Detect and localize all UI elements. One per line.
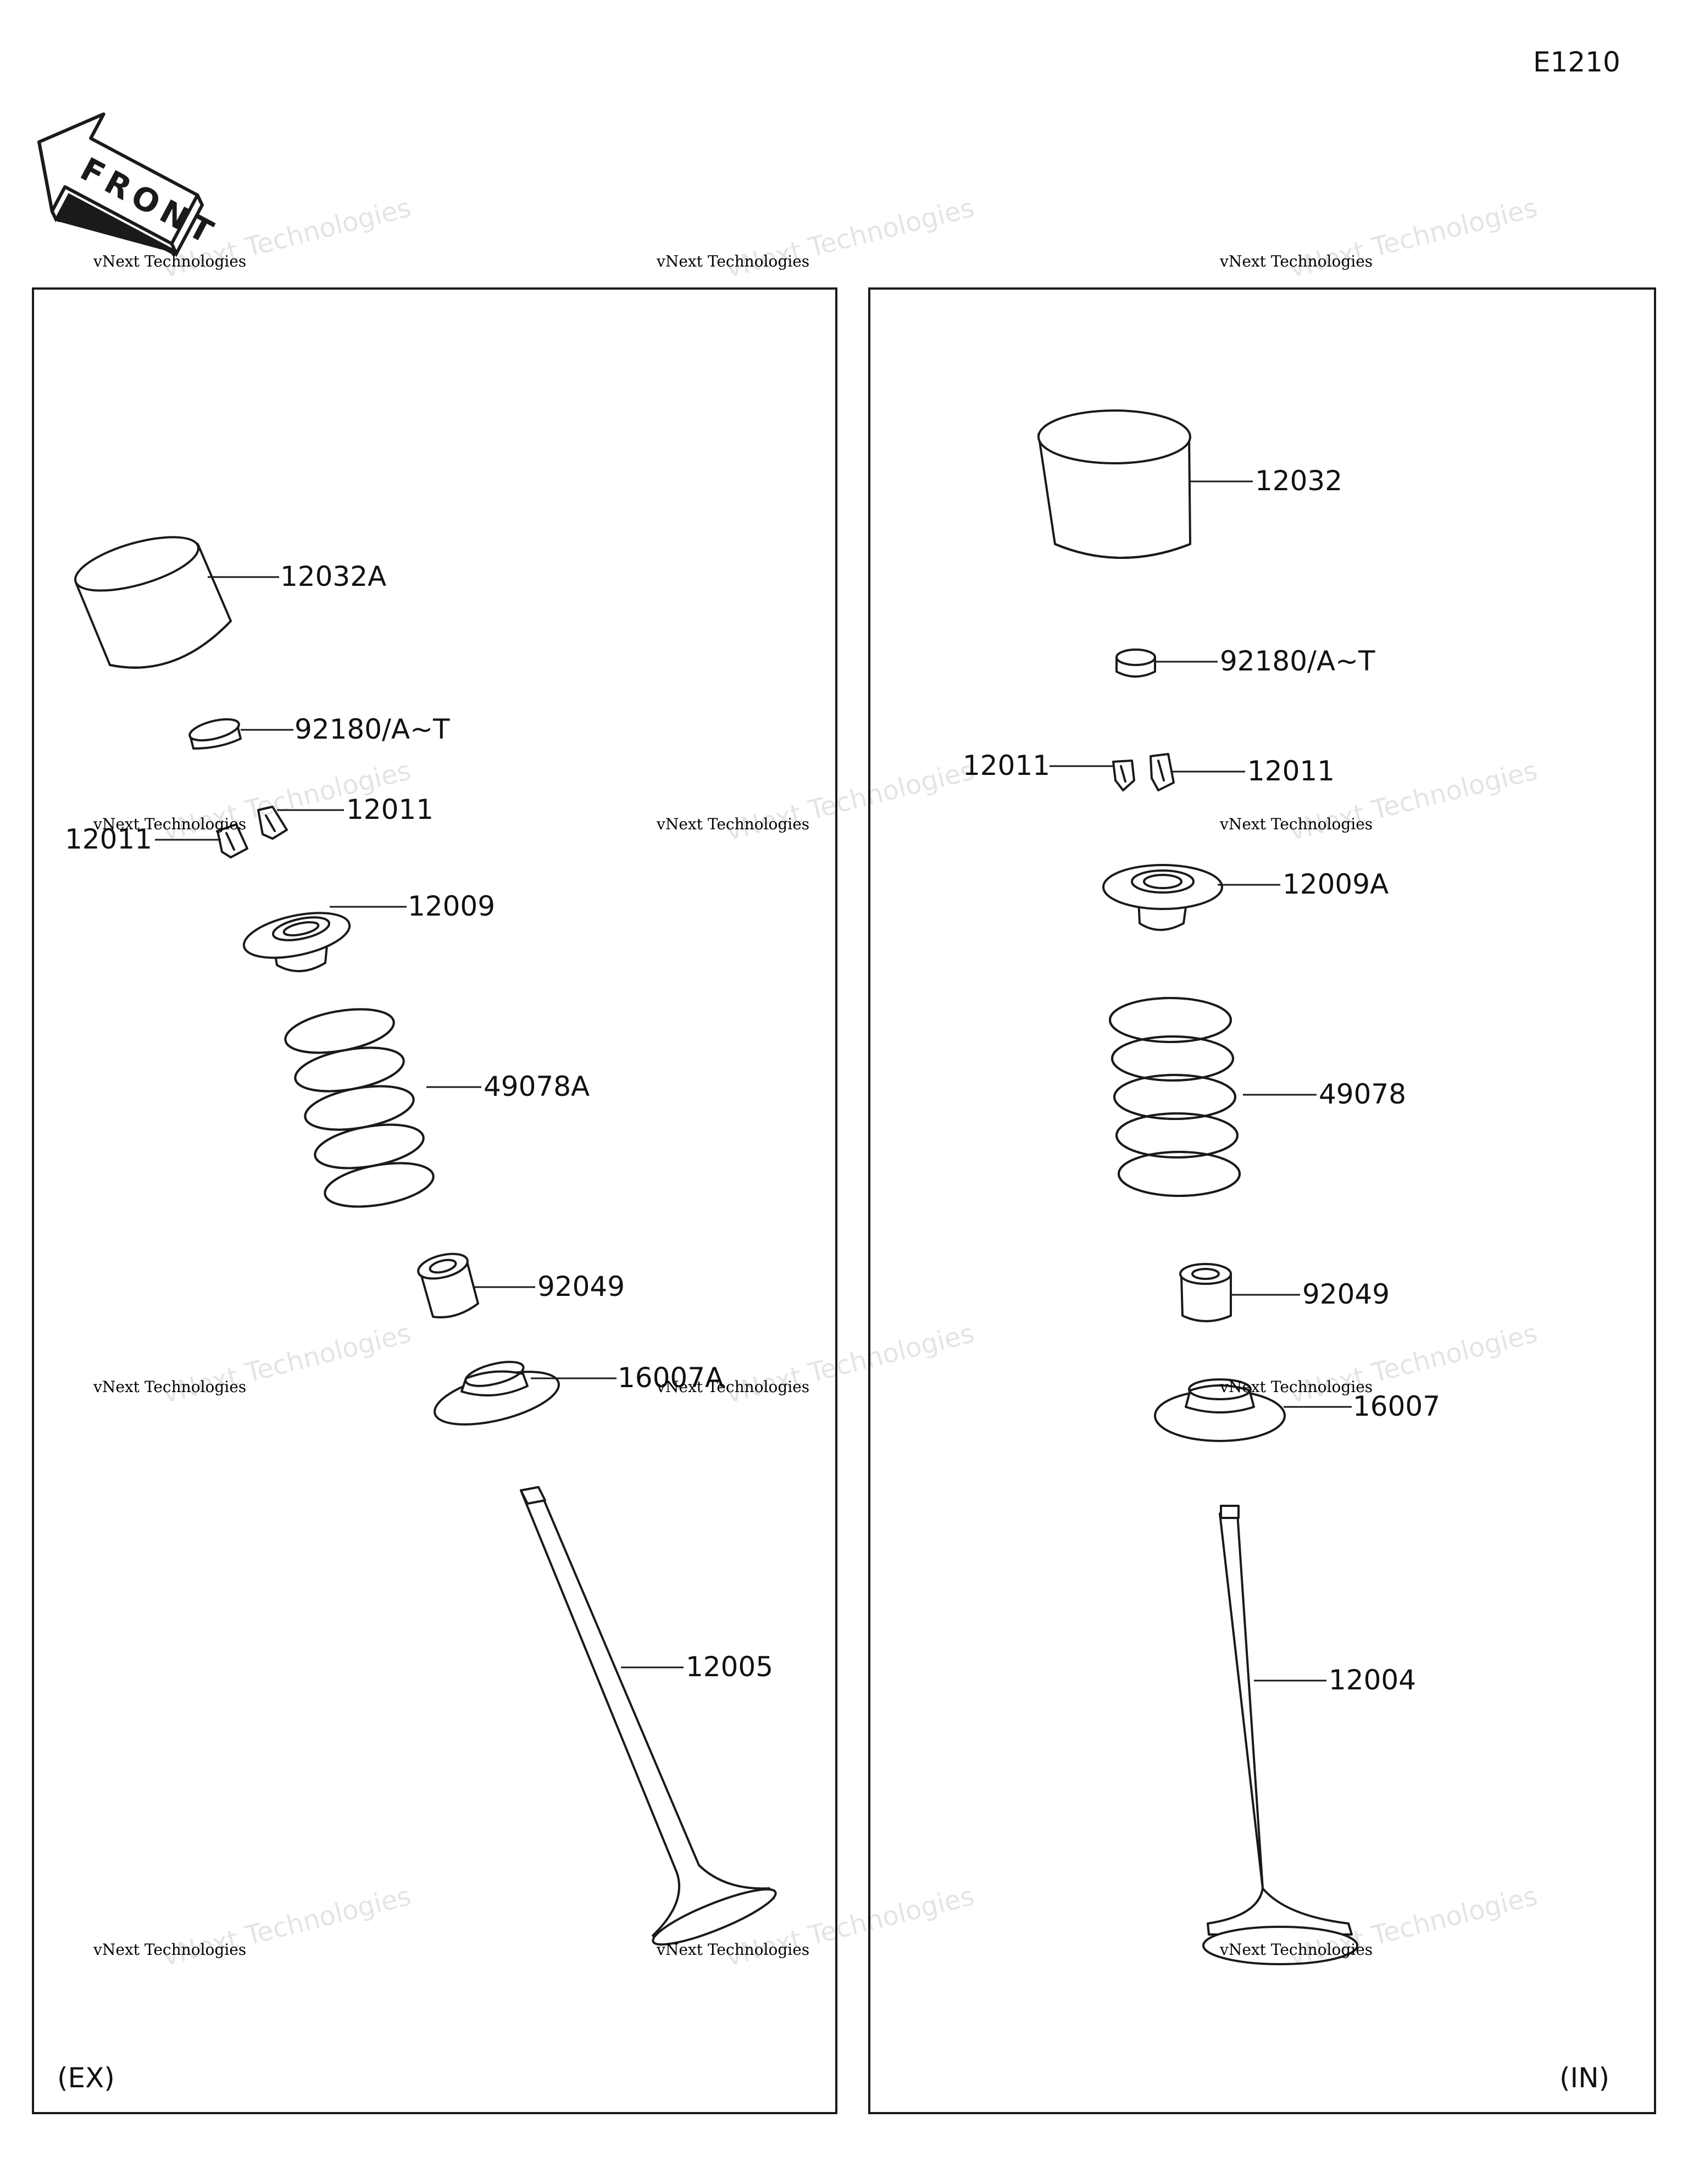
- intake-panel-label: (IN): [1559, 2062, 1609, 2094]
- ex-valve-drawing: [520, 1486, 777, 1946]
- ex-cotter-right-label: 12011: [346, 794, 434, 825]
- in-spring-drawing: [1109, 997, 1241, 1197]
- intake-panel: [868, 287, 1656, 2114]
- in-stem-seal-drawing: [1179, 1263, 1232, 1322]
- exhaust-panel: [32, 287, 837, 2114]
- ex-tappet-drawing: [74, 536, 232, 669]
- svg-text:vNext Technologies: vNext Technologies: [93, 1941, 246, 1959]
- svg-text:vNext Technologies: vNext Technologies: [1219, 815, 1373, 833]
- in-shim-drawing: [1115, 648, 1156, 678]
- in-valve-drawing: [1202, 1505, 1358, 1965]
- in-retainer-label: 12009A: [1282, 868, 1389, 900]
- svg-text:vNext Technologies: vNext Technologies: [93, 252, 246, 270]
- in-spring-seat-label: 16007: [1353, 1390, 1440, 1422]
- ex-spring-seat-label: 16007A: [618, 1362, 724, 1394]
- watermark-10: vNext Technologies vNext Technologies: [93, 1881, 414, 1972]
- svg-text:vNext Technologies: vNext Technologies: [1219, 252, 1373, 270]
- exhaust-panel-label: (EX): [57, 2062, 115, 2094]
- in-tappet-drawing: [1037, 409, 1191, 559]
- in-spring-label: 49078: [1319, 1078, 1406, 1110]
- ex-valve-label: 12005: [686, 1651, 773, 1683]
- ex-spring-drawing: [284, 1008, 435, 1208]
- ex-cotter-right-drawing: [257, 806, 288, 840]
- in-shim-label: 92180/A~T: [1220, 645, 1375, 677]
- svg-text:vNext Technologies: vNext Technologies: [656, 252, 809, 270]
- watermark-3: vNext Technologies vNext Technologies: [1219, 192, 1541, 284]
- svg-text:vNext Technologies: vNext Technologies: [1219, 1941, 1373, 1959]
- watermark-5: vNext Technologies vNext Technologies: [656, 755, 978, 847]
- in-cotter-left-drawing: [1112, 760, 1135, 791]
- ex-shim-label: 92180/A~T: [295, 713, 450, 745]
- svg-text:vNext Technologies: vNext Technologies: [656, 1378, 809, 1396]
- svg-text:vNext Technologies: vNext Technologies: [1219, 1378, 1373, 1396]
- svg-text:vNext Technologies: vNext Technologies: [93, 815, 246, 833]
- in-spring-seat-drawing: [1154, 1378, 1286, 1442]
- watermark-7: vNext Technologies vNext Technologies: [93, 1318, 414, 1410]
- watermark-2: vNext Technologies vNext Technologies: [656, 192, 978, 284]
- ex-retainer-drawing: [242, 912, 351, 972]
- in-cotter-right-label: 12011: [1247, 755, 1335, 787]
- ex-spring-seat-drawing: [434, 1361, 560, 1426]
- in-cotter-right-drawing: [1150, 753, 1175, 791]
- ex-stem-seal-label: 92049: [537, 1271, 625, 1302]
- ex-cotter-left-label: 12011: [65, 823, 152, 855]
- in-cotter-left-label: 12011: [963, 750, 1050, 781]
- ex-tappet-label: 12032A: [280, 561, 386, 592]
- ex-retainer-label: 12009: [408, 890, 495, 922]
- svg-text:vNext Technologies: vNext Technologies: [93, 1378, 246, 1396]
- svg-text:vNext Technologies: vNext Technologies: [656, 815, 809, 833]
- ex-shim-drawing: [188, 718, 242, 750]
- in-valve-label: 12004: [1329, 1664, 1416, 1696]
- in-retainer-drawing: [1102, 864, 1223, 931]
- in-stem-seal-label: 92049: [1302, 1278, 1390, 1310]
- in-tappet-label: 12032: [1255, 465, 1342, 497]
- diagram-code: E1210: [1533, 46, 1620, 78]
- ex-stem-seal-drawing: [417, 1252, 479, 1318]
- svg-text:vNext Technologies: vNext Technologies: [656, 1941, 809, 1959]
- ex-spring-label: 49078A: [484, 1071, 590, 1102]
- ex-cotter-left-drawing: [216, 823, 248, 858]
